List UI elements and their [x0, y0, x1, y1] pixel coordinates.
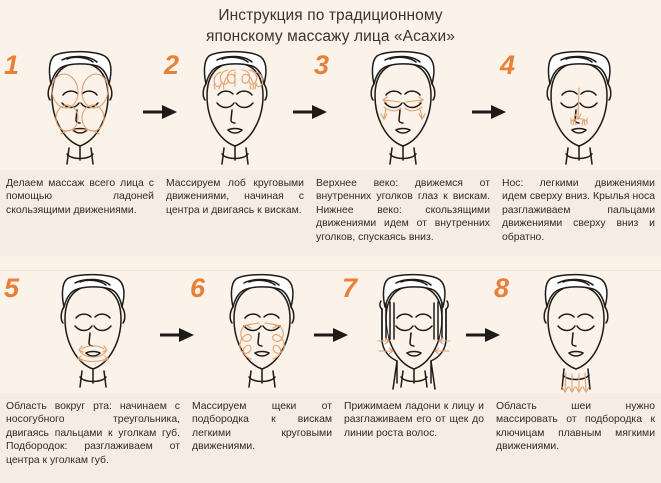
face-forehead-circles-icon [176, 48, 294, 175]
step-panel-4: 4 [496, 48, 661, 170]
arrow-right-icon [143, 104, 177, 119]
arrow-right-icon [466, 327, 500, 342]
step-text-8: Область шеи нужно массировать от подборо… [490, 392, 661, 483]
texts-row-2: Область вокруг рта: начинаем с носогубно… [0, 392, 661, 483]
face-neck-arrows-icon [517, 271, 635, 398]
figures-row-2: 5 [0, 271, 661, 393]
step-number-6: 6 [190, 272, 206, 303]
face-cheeks-loops-icon [203, 271, 321, 398]
title-line-2: японскому массажу лица «Асахи» [205, 27, 456, 45]
face-nose-arrows-icon [520, 48, 638, 175]
step-text-2: Массируем лоб круговыми движениями, начи… [160, 169, 310, 256]
step-text-5: Область вокруг рта: начинаем с носогубно… [0, 392, 186, 483]
step-panel-2: 2 [160, 48, 327, 170]
steps-row-1: 1 [0, 48, 661, 270]
face-eyelid-arrows-icon [344, 48, 462, 175]
face-palms-press-icon [355, 271, 473, 398]
arrow-right-icon [160, 327, 194, 342]
step-figure-7: 7 [338, 271, 490, 393]
title-line-1: Инструкция по традиционному [218, 7, 443, 24]
page-title: Инструкция по традиционному японскому ма… [0, 0, 661, 48]
step-number-3: 3 [314, 49, 330, 80]
step-panel-3: 3 [310, 48, 506, 170]
step-panel-5: 5 [0, 271, 194, 393]
step-panel-6: 6 [186, 271, 348, 393]
step-number-1: 1 [4, 49, 20, 80]
step-text-3: Верхнее веко: движемся от внутренних уго… [310, 169, 496, 256]
step-panel-1: 1 [0, 48, 177, 170]
step-text-6: Массируем щеки от подбородка к вискам ле… [186, 392, 338, 483]
step-panel-7: 7 [338, 271, 500, 393]
arrow-right-icon [314, 327, 348, 342]
step-number-5: 5 [4, 272, 20, 303]
step-figure-8: 8 [490, 271, 661, 393]
texts-row-1: Делаем массаж всего лица с помощью ладон… [0, 169, 661, 256]
arrow-right-icon [472, 104, 506, 119]
step-text-7: Прижимаем ладони к лицу и разглаживаем е… [338, 392, 490, 483]
step-text-1: Делаем массаж всего лица с помощью ладон… [0, 169, 160, 256]
face-full-massage-icon [21, 48, 139, 175]
steps-row-2: 5 [0, 271, 661, 483]
step-figure-4: 4 [496, 48, 661, 170]
face-mouth-area-icon [34, 271, 152, 398]
step-number-7: 7 [342, 272, 358, 303]
step-figure-2: 2 [160, 48, 310, 170]
row-divider [0, 269, 661, 271]
arrow-right-icon [293, 104, 327, 119]
step-figure-3: 3 [310, 48, 496, 170]
step-figure-6: 6 [186, 271, 338, 393]
step-panel-8: 8 [490, 271, 661, 393]
step-text-4: Нос: легкими движениями идем сверху вниз… [496, 169, 661, 256]
figures-row-1: 1 [0, 48, 661, 170]
step-number-8: 8 [494, 272, 510, 303]
step-figure-1: 1 [0, 48, 160, 170]
step-number-4: 4 [500, 49, 516, 80]
step-figure-5: 5 [0, 271, 186, 393]
step-number-2: 2 [164, 49, 180, 80]
